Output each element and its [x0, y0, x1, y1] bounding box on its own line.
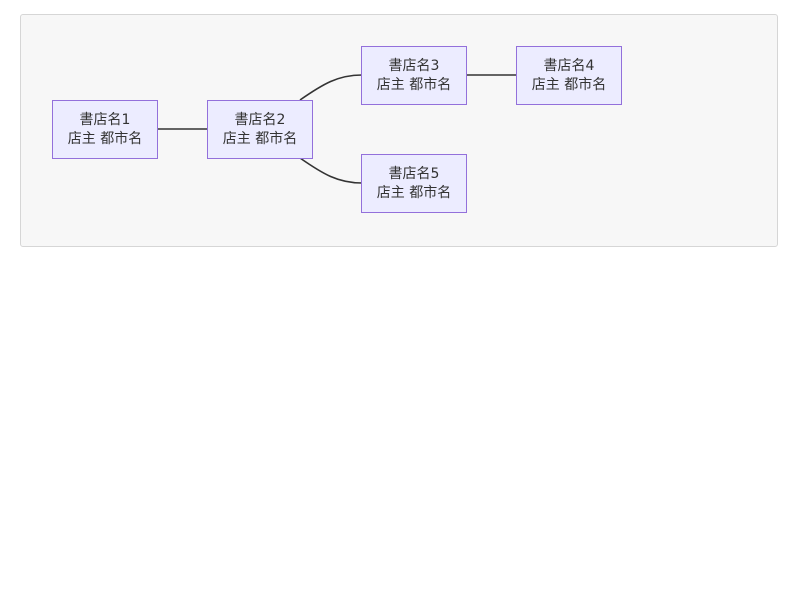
- node-bookstore-2[interactable]: 書店名2 店主 都市名: [207, 100, 313, 159]
- edge-n2-n3: [299, 74, 363, 101]
- node-bookstore-1[interactable]: 書店名1 店主 都市名: [52, 100, 158, 159]
- node-detail: 店主 都市名: [222, 130, 298, 147]
- node-name: 書店名5: [388, 165, 440, 182]
- node-detail: 店主 都市名: [376, 184, 452, 201]
- node-detail: 店主 都市名: [376, 76, 452, 93]
- node-name: 書店名3: [388, 57, 440, 74]
- edge-n2-n5: [299, 157, 363, 184]
- node-bookstore-3[interactable]: 書店名3 店主 都市名: [361, 46, 467, 105]
- node-name: 書店名1: [79, 111, 131, 128]
- node-bookstore-4[interactable]: 書店名4 店主 都市名: [516, 46, 622, 105]
- node-name: 書店名4: [543, 57, 595, 74]
- node-detail: 店主 都市名: [531, 76, 607, 93]
- node-bookstore-5[interactable]: 書店名5 店主 都市名: [361, 154, 467, 213]
- node-name: 書店名2: [234, 111, 286, 128]
- node-detail: 店主 都市名: [67, 130, 143, 147]
